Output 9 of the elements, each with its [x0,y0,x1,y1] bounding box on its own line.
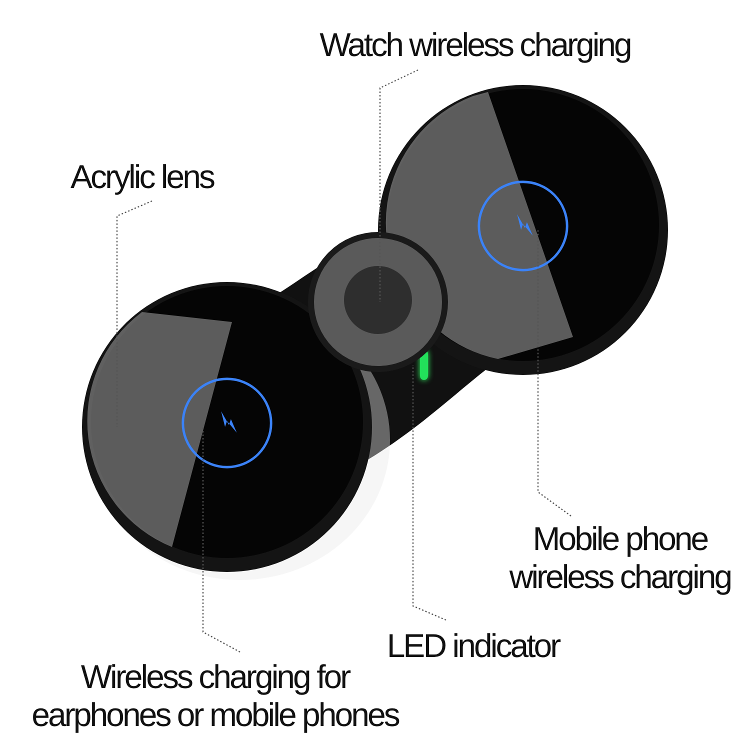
callout-label: Mobile phone wireless charging [508,520,732,596]
callout-label: Acrylic lens [70,158,214,196]
leader-line [202,427,240,653]
charging-pad [82,282,372,572]
leader-line [116,200,152,427]
charging-pad [378,85,668,375]
leader-line [537,230,572,516]
callout-label: Watch wireless charging [320,26,630,64]
leader-line [412,365,446,621]
